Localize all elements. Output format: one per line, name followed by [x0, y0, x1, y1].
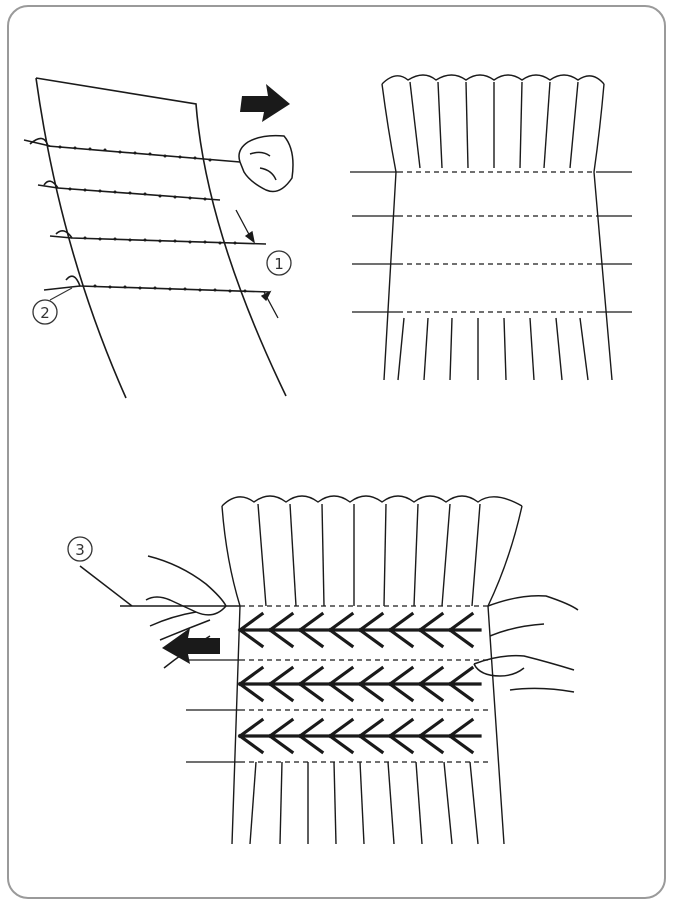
- stitch-row-2: [237, 665, 482, 703]
- smocking-gathering-lines: [186, 605, 488, 763]
- gathered-fabric: [381, 74, 613, 381]
- gathered-top-edge: [381, 74, 605, 85]
- callout-1: 1: [266, 250, 292, 276]
- thread-row-1: [29, 137, 241, 163]
- pull-direction-arrow-icon: [162, 628, 220, 664]
- callout-3: 3: [67, 536, 93, 562]
- thread-row-2: [43, 180, 221, 201]
- pull-direction-arrow-icon: [240, 84, 290, 122]
- herringbone-stitches: [237, 611, 482, 755]
- smocked-top-edge: [221, 495, 523, 507]
- smocked-fabric: [221, 495, 523, 845]
- hand-pulling-thread-right: [238, 134, 294, 193]
- gathering-lines: [350, 171, 632, 313]
- panel-border: [7, 5, 666, 899]
- thread-row-4: [65, 275, 271, 293]
- hand-holding-fabric-right: [473, 594, 579, 693]
- callout-2-leader: [49, 287, 73, 301]
- svg-text:1: 1: [274, 255, 284, 273]
- stitch-row-3: [237, 717, 482, 755]
- callout-2: 2: [32, 299, 58, 325]
- svg-text:2: 2: [40, 304, 50, 322]
- svg-text:3: 3: [75, 541, 85, 559]
- fabric-with-threads: [23, 77, 287, 399]
- stitch-row-1: [237, 611, 482, 649]
- fabric-outline: [35, 77, 287, 399]
- stitch-dots: [58, 145, 247, 293]
- spacing-arrows: [235, 209, 279, 319]
